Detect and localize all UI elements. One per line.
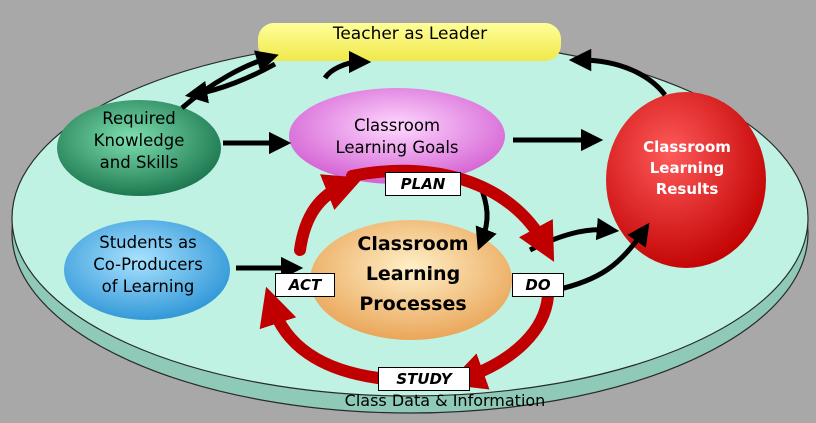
students-node	[64, 220, 230, 320]
leader-box	[258, 23, 561, 61]
study-tag: STUDY	[378, 367, 470, 391]
bottom-label: Class Data & Information	[344, 391, 546, 410]
act-tag: ACT	[275, 273, 335, 297]
do-tag: DO	[512, 273, 564, 297]
required-node	[57, 100, 221, 196]
students-label: Students as Co-Producers of Learning	[93, 233, 203, 296]
goals-node	[289, 88, 505, 184]
leader-label: Teacher as Leader	[332, 24, 488, 44]
pdsa-cycle	[259, 164, 555, 390]
goals-label: Classroom Learning Goals	[335, 116, 459, 157]
results-label: Classroom Learning Results	[643, 138, 731, 198]
plan-tag: PLAN	[385, 172, 461, 196]
processes-label: Classroom Learning Processes	[357, 233, 469, 315]
required-label: Required Knowledge and Skills	[93, 109, 185, 172]
processes-node	[310, 220, 512, 340]
